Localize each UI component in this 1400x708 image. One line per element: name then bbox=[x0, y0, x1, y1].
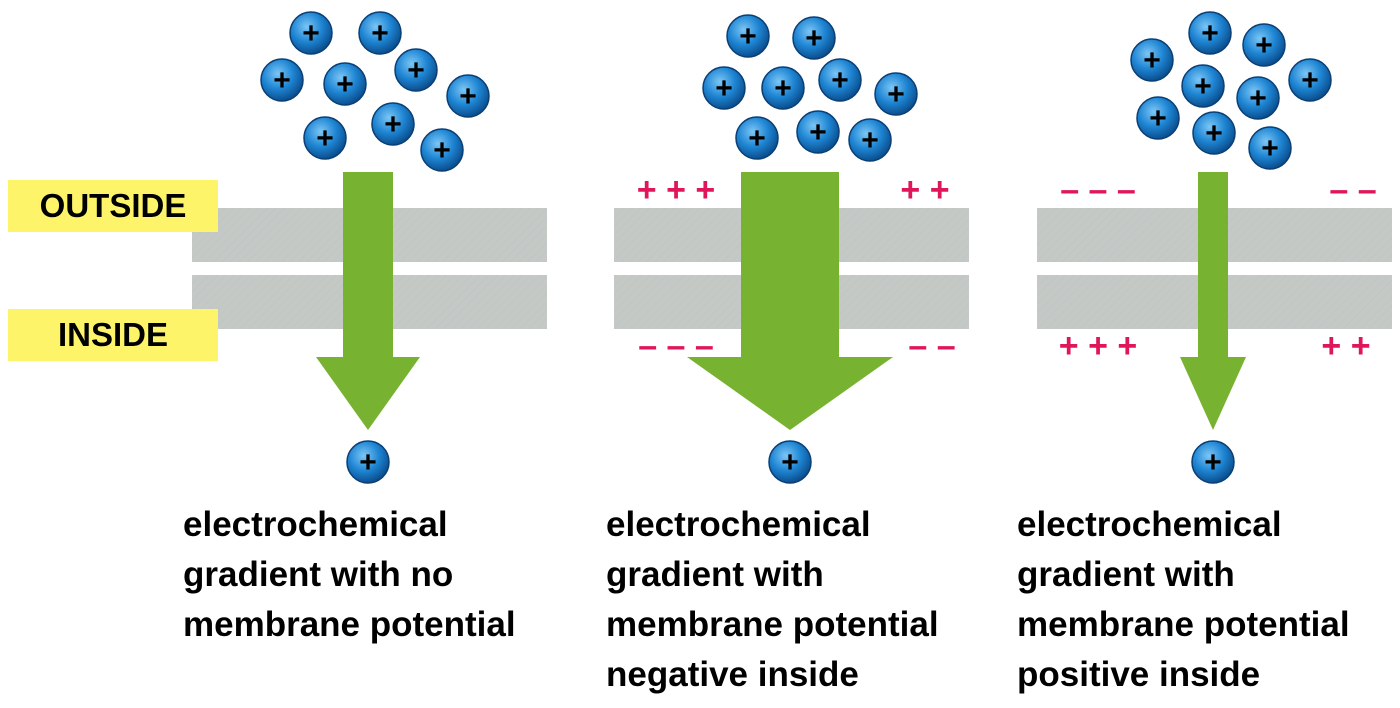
positive-ion: + bbox=[818, 58, 862, 102]
ion-transported: + bbox=[768, 440, 812, 484]
caption-line: gradient with bbox=[1017, 555, 1235, 594]
positive-ion: + bbox=[1188, 11, 1232, 55]
charge-inside-right: + + bbox=[1321, 327, 1370, 365]
ion-plus-sign: + bbox=[781, 446, 799, 479]
positive-ion: + bbox=[371, 102, 415, 146]
positive-ion: + bbox=[1136, 96, 1180, 140]
ion-plus-sign: + bbox=[1204, 446, 1222, 479]
positive-ion: + bbox=[303, 116, 347, 160]
outside-label: OUTSIDE bbox=[8, 180, 218, 232]
ion-plus-sign: + bbox=[774, 72, 792, 105]
charge-inside-left: + + + bbox=[1059, 327, 1137, 365]
positive-ion: + bbox=[1288, 58, 1332, 102]
caption-line: electrochemical bbox=[606, 505, 871, 544]
charge-inside-right: – – bbox=[908, 327, 955, 365]
positive-ion: + bbox=[1181, 64, 1225, 108]
ion-plus-sign: + bbox=[371, 17, 389, 50]
positive-ion: + bbox=[761, 66, 805, 110]
positive-ion: + bbox=[1242, 23, 1286, 67]
ion-plus-sign: + bbox=[459, 80, 477, 113]
positive-ion: + bbox=[768, 440, 812, 484]
panel-no-potential: +++++++++ + bbox=[192, 11, 547, 484]
ion-transported: + bbox=[346, 440, 390, 484]
caption-negative-inside: electrochemical gradient with membrane p… bbox=[606, 500, 939, 700]
caption-line: gradient with no bbox=[183, 555, 454, 594]
positive-ion: + bbox=[1192, 111, 1236, 155]
positive-ion: + bbox=[735, 116, 779, 160]
charge-outside-left: + + + bbox=[637, 171, 715, 209]
ion-plus-sign: + bbox=[748, 122, 766, 155]
positive-ion: + bbox=[702, 66, 746, 110]
ion-plus-sign: + bbox=[831, 64, 849, 97]
positive-ion: + bbox=[792, 16, 836, 60]
caption-line: electrochemical bbox=[183, 505, 448, 544]
ion-plus-sign: + bbox=[1301, 64, 1319, 97]
ion-plus-sign: + bbox=[1143, 44, 1161, 77]
caption-line: membrane potential bbox=[1017, 605, 1350, 644]
positive-ion: + bbox=[346, 440, 390, 484]
ion-plus-sign: + bbox=[1249, 82, 1267, 115]
gradient-arrow bbox=[1180, 172, 1246, 430]
gradient-arrow bbox=[687, 172, 893, 430]
ion-plus-sign: + bbox=[407, 54, 425, 87]
positive-ion: + bbox=[1130, 38, 1174, 82]
ion-plus-sign: + bbox=[336, 68, 354, 101]
ion-plus-sign: + bbox=[1194, 70, 1212, 103]
ion-plus-sign: + bbox=[316, 122, 334, 155]
positive-ion: + bbox=[726, 14, 770, 58]
positive-ion: + bbox=[260, 58, 304, 102]
positive-ion: + bbox=[1248, 126, 1292, 170]
ion-plus-sign: + bbox=[805, 22, 823, 55]
ion-transported: + bbox=[1191, 440, 1235, 484]
charge-outside-right: – – bbox=[1329, 171, 1376, 209]
positive-ion: + bbox=[848, 118, 892, 162]
caption-line: positive inside bbox=[1017, 655, 1261, 694]
ion-cluster: + + + + + + + + + bbox=[1130, 11, 1332, 170]
ion-plus-sign: + bbox=[887, 78, 905, 111]
caption-no-potential: electrochemical gradient with no membran… bbox=[183, 500, 516, 650]
positive-ion: + bbox=[323, 62, 367, 106]
panel-negative-inside: +++++++++ + + + + + + – – – – – bbox=[614, 14, 969, 484]
positive-ion: + bbox=[796, 110, 840, 154]
charge-outside-left: – – – bbox=[1060, 171, 1136, 209]
positive-ion: + bbox=[1236, 76, 1280, 120]
panel-positive-inside: + + + + + + + + + + – – – – – + + + + + bbox=[1037, 11, 1392, 484]
ion-plus-sign: + bbox=[1205, 117, 1223, 150]
ion-plus-sign: + bbox=[1149, 102, 1167, 135]
ion-plus-sign: + bbox=[433, 134, 451, 167]
ion-plus-sign: + bbox=[273, 64, 291, 97]
ion-plus-sign: + bbox=[861, 124, 879, 157]
ion-plus-sign: + bbox=[809, 116, 827, 149]
ion-plus-sign: + bbox=[1255, 29, 1273, 62]
charge-outside-right: + + bbox=[900, 171, 949, 209]
positive-ion: + bbox=[874, 72, 918, 116]
charge-inside-left: – – – bbox=[638, 327, 714, 365]
ion-plus-sign: + bbox=[1261, 132, 1279, 165]
caption-line: membrane potential bbox=[183, 605, 516, 644]
positive-ion: + bbox=[289, 11, 333, 55]
ion-plus-sign: + bbox=[384, 108, 402, 141]
caption-line: electrochemical bbox=[1017, 505, 1282, 544]
ion-plus-sign: + bbox=[302, 17, 320, 50]
ion-plus-sign: + bbox=[359, 446, 377, 479]
caption-line: gradient with bbox=[606, 555, 824, 594]
inside-label: INSIDE bbox=[8, 309, 218, 361]
caption-positive-inside: electrochemical gradient with membrane p… bbox=[1017, 500, 1350, 700]
positive-ion: + bbox=[1191, 440, 1235, 484]
ion-plus-sign: + bbox=[1201, 17, 1219, 50]
positive-ion: + bbox=[446, 74, 490, 118]
gradient-arrow bbox=[316, 172, 420, 430]
caption-line: negative inside bbox=[606, 655, 859, 694]
ion-cluster: +++++++++ bbox=[702, 14, 918, 162]
positive-ion: + bbox=[420, 128, 464, 172]
positive-ion: + bbox=[394, 48, 438, 92]
ion-plus-sign: + bbox=[715, 72, 733, 105]
caption-line: membrane potential bbox=[606, 605, 939, 644]
positive-ion: + bbox=[358, 11, 402, 55]
ion-plus-sign: + bbox=[739, 20, 757, 53]
ion-cluster: +++++++++ bbox=[260, 11, 490, 172]
